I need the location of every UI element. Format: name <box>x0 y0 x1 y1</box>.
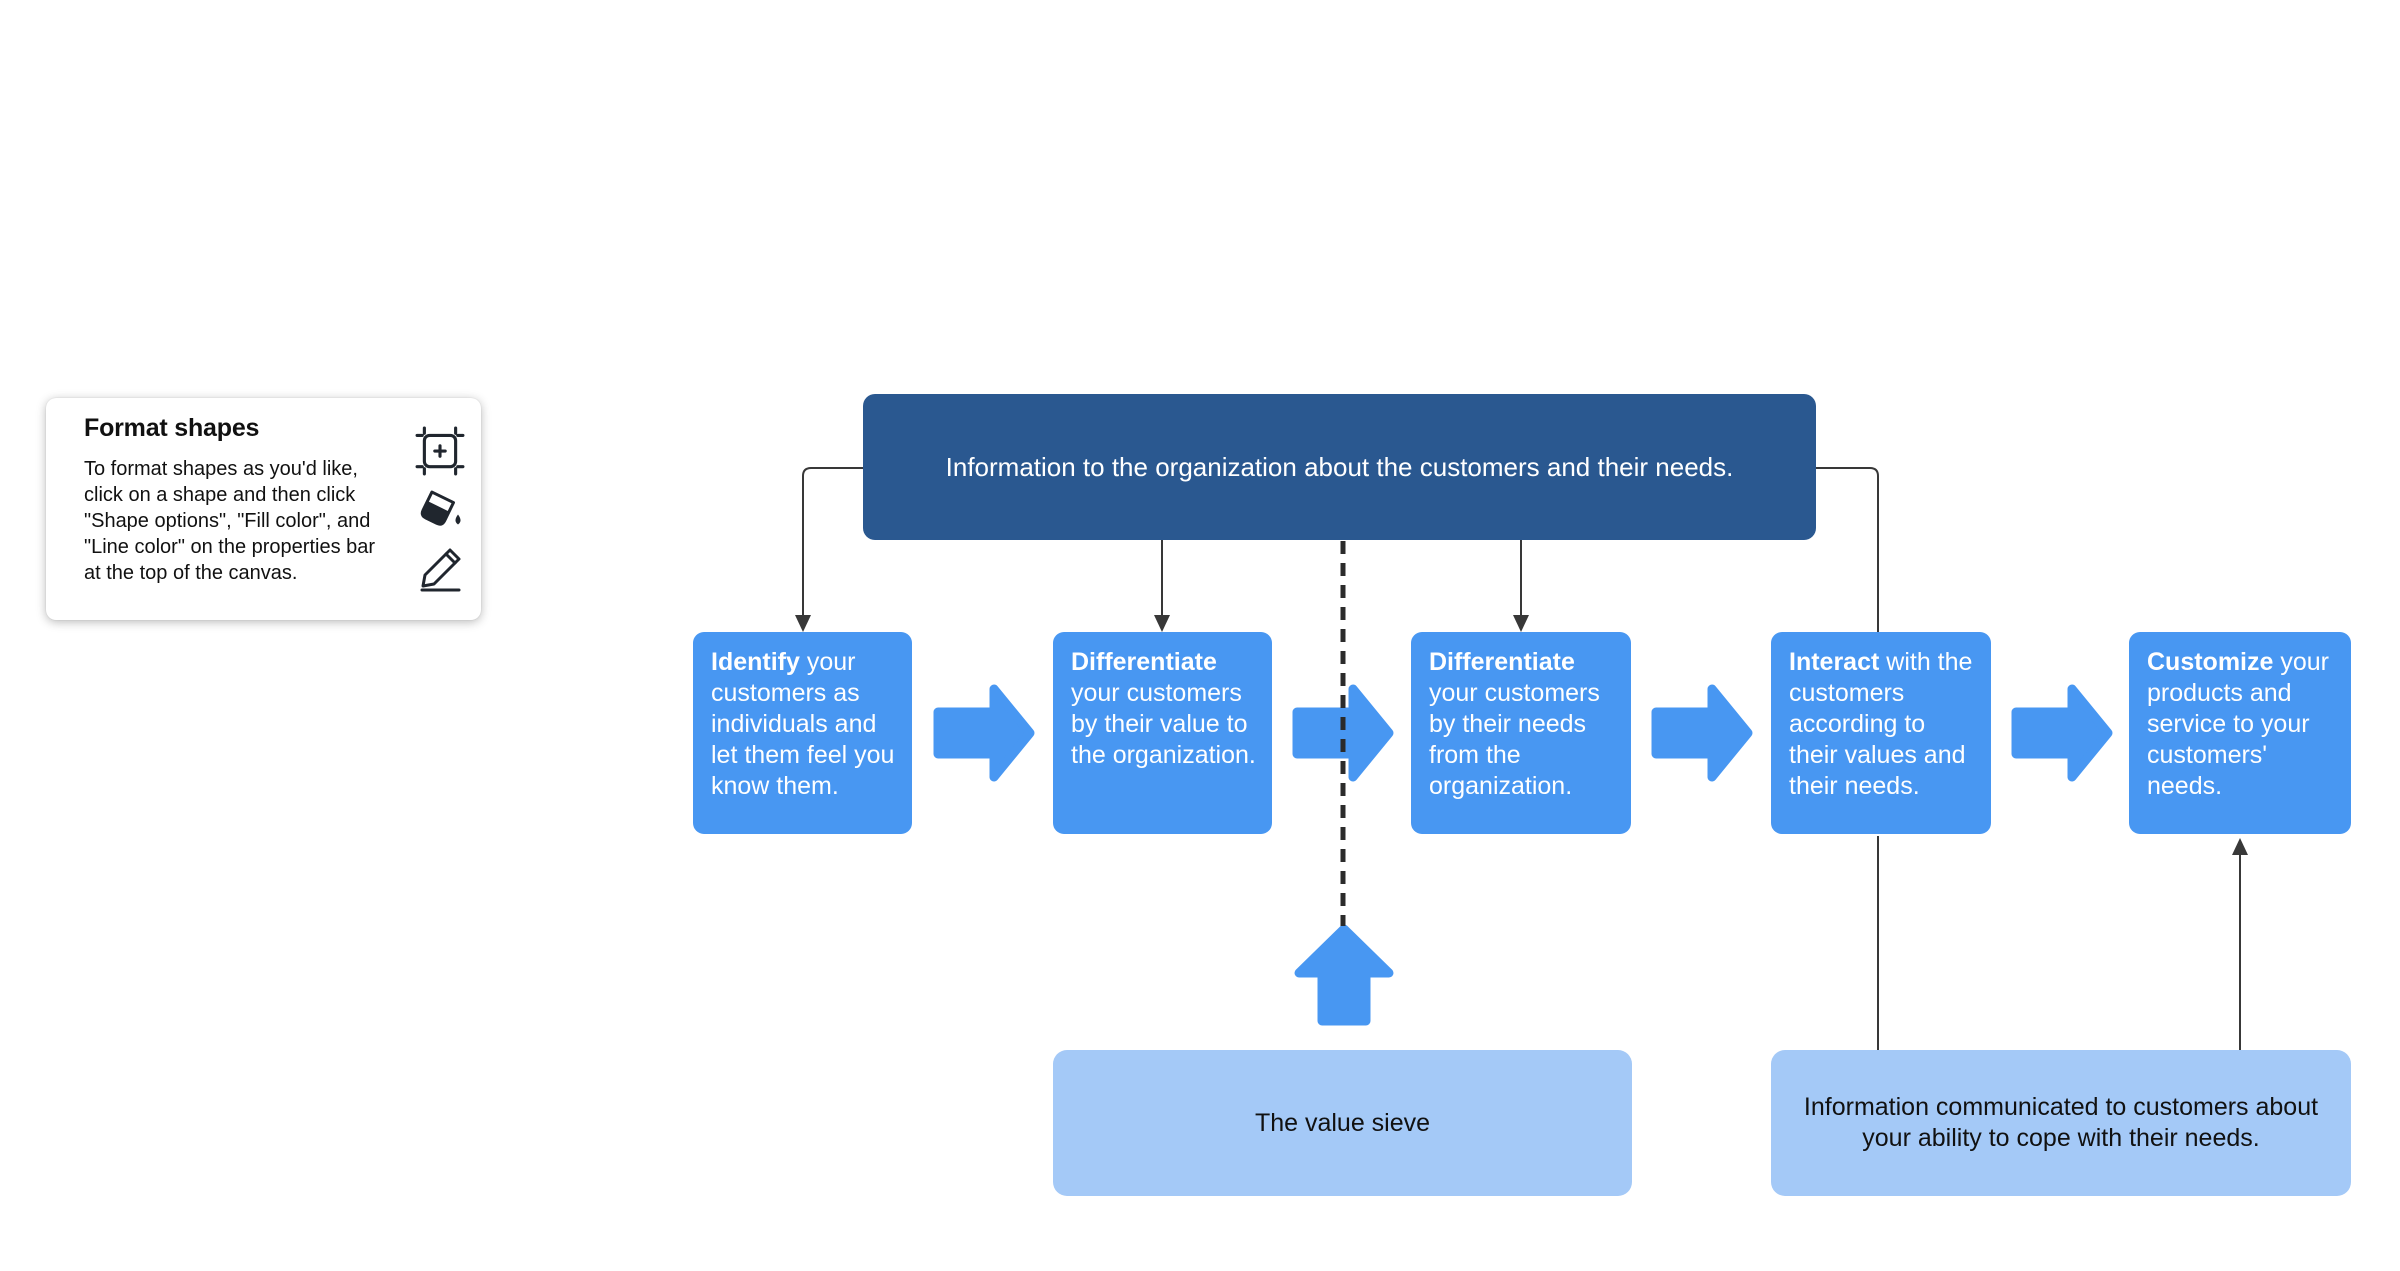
line-color-icon <box>420 548 461 592</box>
format-shapes-card[interactable]: Format shapes To format shapes as you'd … <box>46 398 481 620</box>
step-customize-keyword: Customize <box>2147 648 2274 676</box>
step-identify-keyword: Identify <box>711 648 800 676</box>
info-to-organization-box[interactable]: Information to the organization about th… <box>863 394 1816 540</box>
value-sieve-text: The value sieve <box>1254 1108 1431 1137</box>
arrowhead-customize <box>2232 838 2248 855</box>
arrowhead-identify <box>795 615 811 632</box>
step-interact-text: with the customers according to their va… <box>1789 648 1973 800</box>
step-interact-keyword: Interact <box>1789 648 1880 676</box>
format-card-title: Format shapes <box>84 414 260 442</box>
step-interact-box[interactable]: Interact with the customers according to… <box>1771 632 1991 834</box>
shape-options-icon <box>415 426 465 476</box>
step-differentiate-value-text: your customers by their value to the org… <box>1071 679 1256 769</box>
block-arrow-1-icon[interactable] <box>933 684 1035 782</box>
step-differentiate-value-box[interactable]: Differentiate your customers by their va… <box>1053 632 1272 834</box>
step-differentiate-needs-box[interactable]: Differentiate your customers by their ne… <box>1411 632 1631 834</box>
info-to-organization-text: Information to the organization about th… <box>945 451 1734 482</box>
connector-banner-to-identify[interactable] <box>802 467 863 617</box>
format-card-icons <box>415 426 465 594</box>
step-customize-box[interactable]: Customize your products and service to y… <box>2129 632 2351 834</box>
step-identify-text: your customers as individuals and let th… <box>711 648 895 800</box>
step-identify-box[interactable]: Identify your customers as individuals a… <box>693 632 912 834</box>
arrowhead-differentiate-needs <box>1513 615 1529 632</box>
format-card-body: To format shapes as you'd like, click on… <box>84 458 376 584</box>
step-differentiate-needs-text: your customers by their needs from the o… <box>1429 679 1600 800</box>
block-arrow-2-icon[interactable] <box>1292 684 1394 782</box>
info-communicated-box[interactable]: Information communicated to customers ab… <box>1771 1050 2351 1196</box>
arrowhead-differentiate-value <box>1154 615 1170 632</box>
step-differentiate-value-keyword: Differentiate <box>1071 648 1217 676</box>
block-arrow-4-icon[interactable] <box>2011 684 2113 782</box>
info-communicated-line1: Information communicated to customers ab… <box>1803 1093 2319 1121</box>
step-differentiate-needs-keyword: Differentiate <box>1429 648 1575 676</box>
value-sieve-box[interactable]: The value sieve <box>1053 1050 1632 1196</box>
info-communicated-line2: your ability to cope with their needs. <box>1862 1124 2260 1152</box>
fill-color-icon <box>420 490 461 526</box>
block-arrow-3-icon[interactable] <box>1651 684 1753 782</box>
connector-banner-to-interact[interactable] <box>1816 467 1879 632</box>
block-arrow-up-icon[interactable] <box>1294 924 1394 1026</box>
step-customize-text: your products and service to your custom… <box>2147 648 2329 800</box>
